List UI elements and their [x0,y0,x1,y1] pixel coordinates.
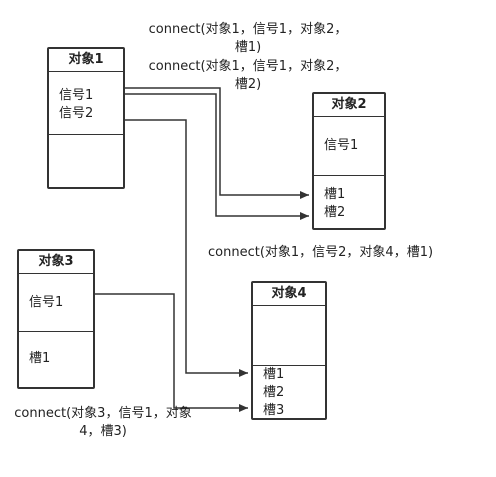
wire-obj1-sig1-to-obj2-slot2 [124,93,309,220]
object-2-slots: 槽1 槽2 [314,175,384,229]
object-2-signal-1: 信号1 [324,138,359,153]
wire-obj1-sig1-to-obj2-slot1 [124,87,309,199]
object-4-slots: 槽1 槽2 槽3 [253,365,325,419]
object-1-signal-1: 信号1 [59,88,94,103]
object-3-box: 对象3 信号1 槽1 [17,249,95,389]
object-3-slots: 槽1 [19,331,93,386]
object-2-title: 对象2 [314,94,384,117]
object-3-signals: 信号1 [19,274,93,331]
object-1-signal-2: 信号2 [59,106,94,121]
object-1-signals: 信号1 信号2 [49,72,123,134]
connection-label-2-line-1: connect(对象1，信号1，对象2， [148,59,348,74]
connection-label-4-line-1: connect(对象3，信号1，对象 [14,406,192,421]
object-4-box: 对象4 槽1 槽2 槽3 [251,281,327,420]
connection-label-3: connect(对象1，信号2，对象4，槽1) [208,244,433,262]
connection-label-2: connect(对象1，信号1，对象2， 槽2) [142,58,354,94]
object-4-signals [253,306,325,365]
object-1-slots [49,134,123,188]
object-2-slot-2: 槽2 [324,205,346,220]
connection-label-3-line-1: connect(对象1，信号2，对象4，槽1) [208,245,434,260]
object-3-title: 对象3 [19,251,93,274]
object-3-slot-1: 槽1 [29,351,51,366]
object-4-slot-1: 槽1 [263,367,285,382]
object-1-title: 对象1 [49,49,123,72]
object-4-title: 对象4 [253,283,325,306]
object-1-box: 对象1 信号1 信号2 [47,47,125,189]
connection-label-1-line-2: 槽1) [234,40,262,55]
connection-label-1: connect(对象1，信号1，对象2， 槽1) [142,21,354,57]
wire-obj3-sig1-to-obj4-slot3 [95,293,248,412]
object-2-slot-1: 槽1 [324,187,346,202]
object-2-box: 对象2 信号1 槽1 槽2 [312,92,386,230]
connection-label-4: connect(对象3，信号1，对象 4，槽3) [6,405,200,441]
connection-label-1-line-1: connect(对象1，信号1，对象2， [148,22,348,37]
object-4-slot-2: 槽2 [263,385,285,400]
object-4-slot-3: 槽3 [263,403,285,418]
connection-label-4-line-2: 4，槽3) [79,424,127,439]
object-2-signals: 信号1 [314,117,384,175]
wire-obj1-sig2-to-obj4-slot1 [124,119,248,377]
object-3-signal-1: 信号1 [29,295,64,310]
connection-label-2-line-2: 槽2) [234,77,262,92]
